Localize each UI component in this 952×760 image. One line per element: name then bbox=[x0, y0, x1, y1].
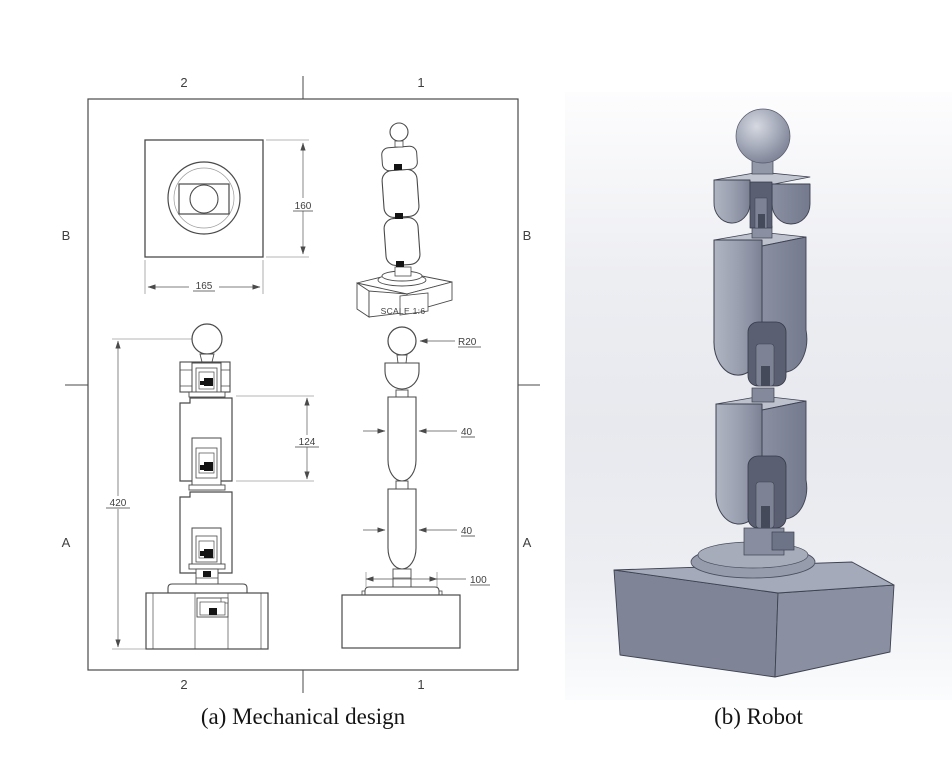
side-view-upper-link bbox=[387, 396, 417, 482]
dim-lower-link-width: 40 bbox=[461, 526, 473, 537]
lower-torso-link bbox=[715, 395, 808, 529]
torso-joint bbox=[751, 387, 775, 403]
side-view: R20 40 40 100 bbox=[341, 326, 490, 649]
mounting-bracket bbox=[743, 527, 795, 556]
side-view-base bbox=[341, 594, 461, 649]
dim-upper-link-width: 40 bbox=[461, 427, 473, 438]
scale-note: SCALE 1:6 bbox=[381, 306, 426, 316]
dim-head-radius: R20 bbox=[458, 337, 477, 348]
zone-label-bottom-2: 2 bbox=[180, 677, 187, 692]
upper-torso-link bbox=[713, 231, 808, 387]
mechanical-drawing: 2 1 2 1 B A B A 160 165 bbox=[62, 75, 540, 693]
caption-panel-b: (b) Robot bbox=[714, 704, 803, 729]
front-section-view: 420 124 bbox=[104, 323, 321, 650]
dim-platform-width: 100 bbox=[470, 575, 487, 586]
dim-top-view-height: 160 bbox=[295, 201, 312, 212]
side-view-head bbox=[387, 326, 417, 356]
zone-label-left-a: A bbox=[62, 535, 71, 550]
dim-link-length: 124 bbox=[299, 437, 316, 448]
dim-overall-height: 420 bbox=[110, 498, 127, 509]
shoulder-link bbox=[713, 171, 811, 229]
box-pedestal bbox=[613, 561, 895, 678]
top-view: 160 165 bbox=[144, 139, 316, 294]
zone-label-bottom-1: 1 bbox=[417, 677, 424, 692]
side-view-lower-link bbox=[387, 488, 417, 570]
sphere-head bbox=[735, 108, 791, 164]
zone-label-top-1: 1 bbox=[417, 75, 424, 90]
caption-panel-a: (a) Mechanical design bbox=[200, 704, 406, 729]
front-view-head bbox=[191, 323, 223, 355]
zone-label-right-a: A bbox=[523, 535, 532, 550]
zone-label-left-b: B bbox=[62, 228, 71, 243]
sheet-frame bbox=[65, 76, 540, 693]
dim-top-view-width: 165 bbox=[196, 281, 213, 292]
zone-label-right-b: B bbox=[523, 228, 532, 243]
isometric-view: SCALE 1:6 bbox=[356, 122, 453, 318]
zone-label-top-2: 2 bbox=[180, 75, 187, 90]
robot-render bbox=[565, 92, 952, 700]
